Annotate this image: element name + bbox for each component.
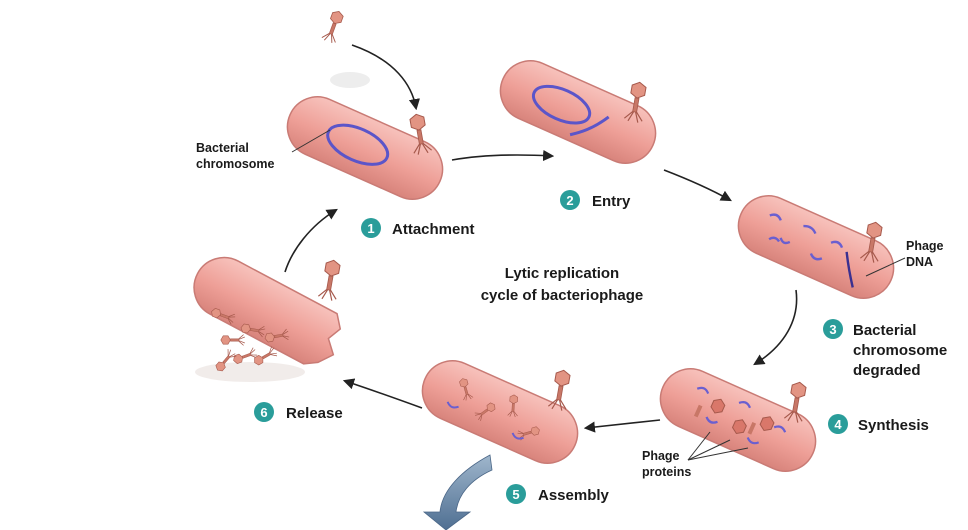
step-3-label-3: degraded [853, 362, 921, 379]
callout-phage-proteins-1: Phage [642, 449, 680, 463]
cycle-arrows [284, 44, 798, 433]
step-6-badge [254, 402, 274, 422]
step-4-label: Synthesis [858, 417, 929, 434]
cell-attachment [286, 96, 444, 200]
leader-bacterial-chromosome [291, 129, 331, 153]
step-6: 6 Release [254, 402, 343, 422]
phage-release [317, 258, 344, 302]
step-4-badge [828, 414, 848, 434]
step-6-label: Release [286, 405, 343, 422]
callout-phage-dna-2: DNA [906, 255, 933, 269]
arrow-4-to-5 [583, 419, 661, 433]
cell-release [193, 256, 342, 365]
step-5-badge [506, 484, 526, 504]
step-6-number: 6 [260, 405, 267, 420]
arrow-2-to-3 [663, 169, 732, 202]
step-2-label: Entry [592, 193, 631, 210]
step-3-badge [823, 319, 843, 339]
arrow-3-to-4 [753, 289, 798, 366]
free-phage [320, 8, 347, 45]
diagram-title-line1: Lytic replication [505, 265, 619, 282]
step-4: 4 Synthesis [828, 414, 929, 434]
callout-phage-dna-1: Phage [906, 239, 944, 253]
leader-phage-proteins [687, 431, 749, 461]
leader-phage-dna [865, 257, 906, 277]
step-2-number: 2 [566, 193, 573, 208]
cell-entry [499, 60, 657, 164]
released-phages [195, 306, 305, 382]
exit-arrow [422, 454, 493, 530]
step-1-number: 1 [367, 221, 374, 236]
step-3-label-2: chromosome [853, 342, 947, 359]
step-2: 2 Entry [560, 190, 631, 210]
step-3: 3 Bacterial chromosome degraded [823, 319, 947, 379]
step-5: 5 Assembly [506, 484, 610, 504]
arrow-free-to-attach [351, 44, 420, 111]
step-1-badge [361, 218, 381, 238]
step-1: 1 Attachment [361, 218, 475, 238]
callout-bacterial-chromosome-2: chromosome [196, 157, 275, 171]
callout-bacterial-chromosome-1: Bacterial [196, 141, 249, 155]
step-5-label: Assembly [538, 487, 610, 504]
step-2-badge [560, 190, 580, 210]
diagram-title-line2: cycle of bacteriophage [481, 287, 644, 304]
callout-phage-proteins-2: proteins [642, 465, 691, 479]
step-1-label: Attachment [392, 221, 475, 238]
step-4-number: 4 [834, 417, 842, 432]
step-3-number: 3 [829, 322, 836, 337]
cell-synthesis [659, 368, 817, 472]
step-5-number: 5 [512, 487, 519, 502]
arrow-6-to-1 [284, 208, 338, 273]
cell-assembly [421, 360, 579, 464]
free-phage-shadow [330, 72, 370, 88]
arrow-1-to-2 [451, 149, 555, 162]
arrow-5-to-6 [342, 378, 423, 409]
cell-degraded [737, 195, 895, 299]
step-3-label-1: Bacterial [853, 322, 916, 339]
